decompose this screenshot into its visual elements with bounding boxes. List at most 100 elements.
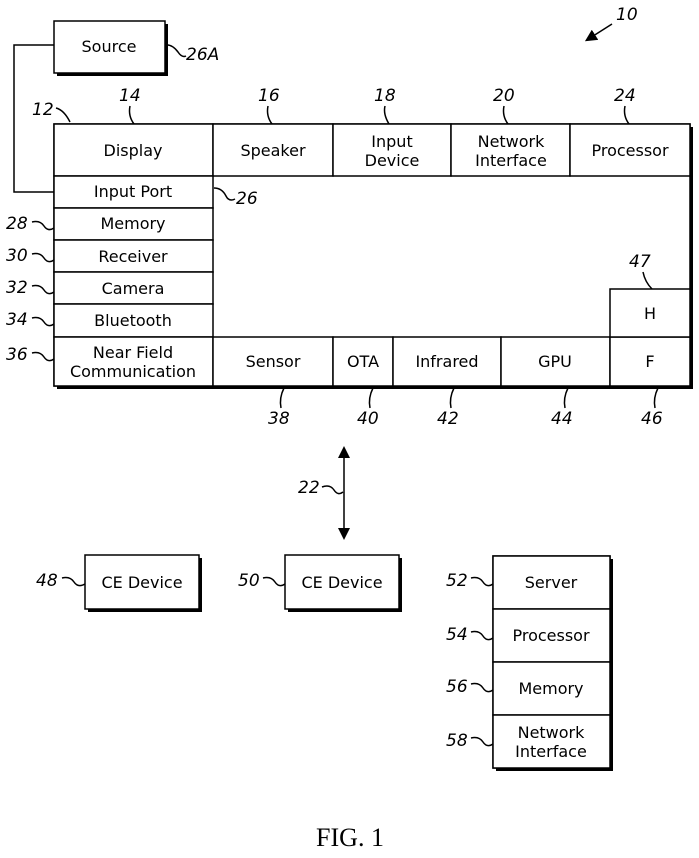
f-cell — [609, 336, 691, 387]
leader-12 — [55, 107, 71, 123]
infrared-cell — [392, 336, 502, 387]
ref-26: 26 — [236, 189, 258, 209]
sensor-label: Sensor — [246, 352, 301, 371]
leader-28 — [31, 220, 55, 231]
source-connector-line — [13, 44, 54, 193]
server-processor-label: Processor — [512, 626, 589, 645]
receiver-label: Receiver — [98, 247, 168, 266]
ref-12: 12 — [32, 100, 54, 120]
leader-36 — [31, 351, 55, 362]
ref-28: 28 — [6, 214, 28, 234]
leader-38 — [279, 387, 285, 409]
camera-cell — [53, 271, 214, 305]
ref-58: 58 — [446, 731, 468, 751]
server-network-interface-label-2: Interface — [515, 742, 587, 761]
ref-44: 44 — [551, 409, 573, 429]
source-label: Source — [82, 37, 137, 56]
sensor-cell — [212, 336, 334, 387]
ref-22: 22 — [298, 478, 320, 498]
network-interface-cell — [450, 123, 571, 177]
ref-14: 14 — [119, 86, 141, 106]
nfc-label-2: Communication — [70, 362, 196, 381]
input-device-cell — [332, 123, 452, 177]
leader-22 — [321, 485, 344, 495]
memory-label: Memory — [100, 214, 165, 233]
h-label: H — [644, 304, 656, 323]
device-refs: 12 14 16 18 20 24 26 28 30 32 34 36 47 3… — [6, 86, 663, 429]
leader-52 — [470, 576, 494, 587]
leader-14 — [128, 105, 135, 125]
ce-device-2-box — [284, 554, 400, 610]
server-processor-cell — [492, 608, 611, 663]
leader-42 — [449, 387, 455, 409]
input-device-label-1: Input — [371, 132, 412, 151]
ref-52: 52 — [446, 571, 468, 591]
server-network-interface-cell — [492, 714, 611, 769]
f-label: F — [645, 352, 654, 371]
display-label: Display — [104, 141, 163, 160]
ref-10: 10 — [616, 5, 638, 25]
leader-40 — [368, 387, 374, 409]
ref-10-group: 10 — [584, 5, 638, 42]
ce-device-1-box — [84, 554, 200, 610]
ref-24: 24 — [614, 86, 636, 106]
ref-34: 34 — [6, 310, 28, 330]
ref-54: 54 — [446, 625, 468, 645]
leader-26 — [213, 187, 236, 201]
leader-54 — [470, 630, 494, 641]
ce-device-1-label: CE Device — [101, 573, 182, 592]
ref-40: 40 — [357, 409, 379, 429]
ce-device-2-block: CE Device 50 — [238, 554, 402, 612]
nfc-cell — [53, 336, 214, 387]
leader-18 — [383, 105, 390, 125]
source-box — [53, 20, 166, 74]
display-cell — [53, 123, 214, 177]
receiver-cell — [53, 239, 214, 273]
ref-30: 30 — [6, 246, 28, 266]
ref-26a: 26A — [186, 45, 219, 65]
server-network-interface-label-1: Network — [518, 723, 586, 742]
server-memory-label: Memory — [518, 679, 583, 698]
network-link: 22 — [298, 446, 350, 540]
network-interface-label-1: Network — [478, 132, 546, 151]
ref-38: 38 — [268, 409, 290, 429]
bluetooth-label: Bluetooth — [94, 311, 172, 330]
source-block: Source 26A — [53, 20, 219, 76]
speaker-cell — [212, 123, 334, 177]
ref-48: 48 — [36, 571, 58, 591]
speaker-label: Speaker — [240, 141, 306, 160]
device-block: Display Speaker Input Device Network Int… — [53, 123, 693, 389]
processor-cell — [569, 123, 691, 177]
ref-10-arrow — [584, 23, 613, 42]
leader-30 — [31, 252, 55, 263]
leader-47 — [642, 271, 653, 290]
infrared-label: Infrared — [415, 352, 478, 371]
ref-20: 20 — [493, 86, 515, 106]
nfc-label-1: Near Field — [93, 343, 173, 362]
ref-18: 18 — [374, 86, 396, 106]
ce-device-2-label: CE Device — [301, 573, 382, 592]
input-port-label: Input Port — [94, 182, 172, 201]
processor-label: Processor — [591, 141, 668, 160]
ref-56: 56 — [446, 677, 468, 697]
network-interface-label-2: Interface — [475, 151, 547, 170]
ref-32: 32 — [6, 278, 28, 298]
leader-46 — [653, 387, 659, 409]
input-device-label-2: Device — [365, 151, 420, 170]
camera-label: Camera — [102, 279, 165, 298]
gpu-label: GPU — [538, 352, 572, 371]
leader-26a — [164, 44, 187, 58]
server-label: Server — [525, 573, 578, 592]
ref-42: 42 — [437, 409, 459, 429]
leader-48 — [61, 576, 86, 587]
ref-16: 16 — [258, 86, 280, 106]
leader-56 — [470, 682, 494, 693]
input-port-cell — [53, 175, 214, 209]
leader-20 — [502, 105, 509, 125]
ref-47: 47 — [629, 252, 651, 272]
leader-32 — [31, 284, 55, 295]
figure-caption: FIG. 1 — [316, 823, 384, 852]
leader-24 — [623, 105, 630, 125]
leader-50 — [262, 576, 286, 587]
